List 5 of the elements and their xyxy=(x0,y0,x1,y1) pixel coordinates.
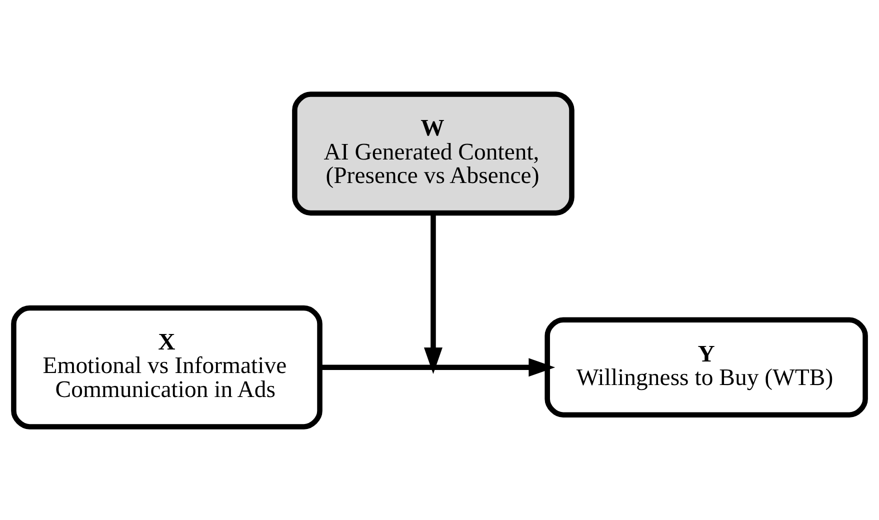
arrow xyxy=(424,212,442,374)
node-box: Y Willingness to Buy (WTB) xyxy=(544,316,868,417)
node-box: X Emotional vs Informative Communication in Ads xyxy=(11,304,322,429)
arrow xyxy=(320,347,556,376)
node-box: W AI Generated Content, (Presence vs Absence) xyxy=(292,91,574,216)
